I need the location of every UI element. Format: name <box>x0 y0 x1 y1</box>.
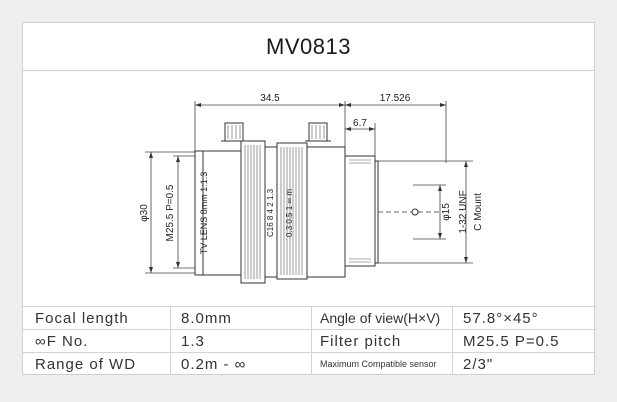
spec-value: 8.0mm <box>170 306 312 330</box>
dimension-arrowheads <box>149 103 468 273</box>
dim-inner: 6.7 <box>353 118 367 129</box>
table-row: Focal length 8.0mm Angle of view(H×V) 57… <box>23 306 596 330</box>
table-row: Range of WD 0.2m - ∞ Maximum Compatible … <box>23 352 596 375</box>
knurling <box>227 125 371 279</box>
dim-filter-diameter: φ15 <box>441 203 452 221</box>
spec-value: 57.8°×45° <box>452 306 596 330</box>
spec-label: Maximum Compatible sensor <box>311 352 453 375</box>
product-card: MV0813 <box>22 22 596 375</box>
dim-mount-spec: 1-32 UNF <box>458 190 469 233</box>
lens-technical-drawing: 34.5 17.526 6.7 φ30 M25.5 P=0.5 φ15 1-32… <box>139 93 484 284</box>
lens-body <box>194 122 440 284</box>
spec-label: Angle of view(H×V) <box>311 306 453 330</box>
product-title: MV0813 <box>266 34 351 59</box>
spec-value: 1.3 <box>170 329 312 353</box>
spec-value: 0.2m - ∞ <box>170 352 312 375</box>
dim-mount-type: C Mount <box>473 193 484 231</box>
lens-name-text: TV LENS 8mm 1:1.3 <box>199 172 209 255</box>
specs-table: Focal length 8.0mm Angle of view(H×V) 57… <box>23 306 596 375</box>
title-divider <box>23 70 594 71</box>
dim-top-right: 17.526 <box>380 93 411 104</box>
aperture-scale-text: C16 8 4 2 1.3 <box>266 188 275 237</box>
dim-top-left: 34.5 <box>260 93 280 104</box>
dim-mount-thread: M25.5 P=0.5 <box>165 184 176 241</box>
spec-value: 2/3" <box>452 352 596 375</box>
table-row: ∞F No. 1.3 Filter pitch M25.5 P=0.5 <box>23 329 596 353</box>
spec-label: ∞F No. <box>23 329 171 353</box>
distance-scale-text: 0.3 0.5 1 ∞ m <box>285 189 294 237</box>
spec-label: Range of WD <box>23 352 171 375</box>
spec-label: Filter pitch <box>311 329 453 353</box>
spec-value: M25.5 P=0.5 <box>452 329 596 353</box>
spec-label: Focal length <box>23 306 171 330</box>
dim-outer-diameter: φ30 <box>139 204 150 222</box>
